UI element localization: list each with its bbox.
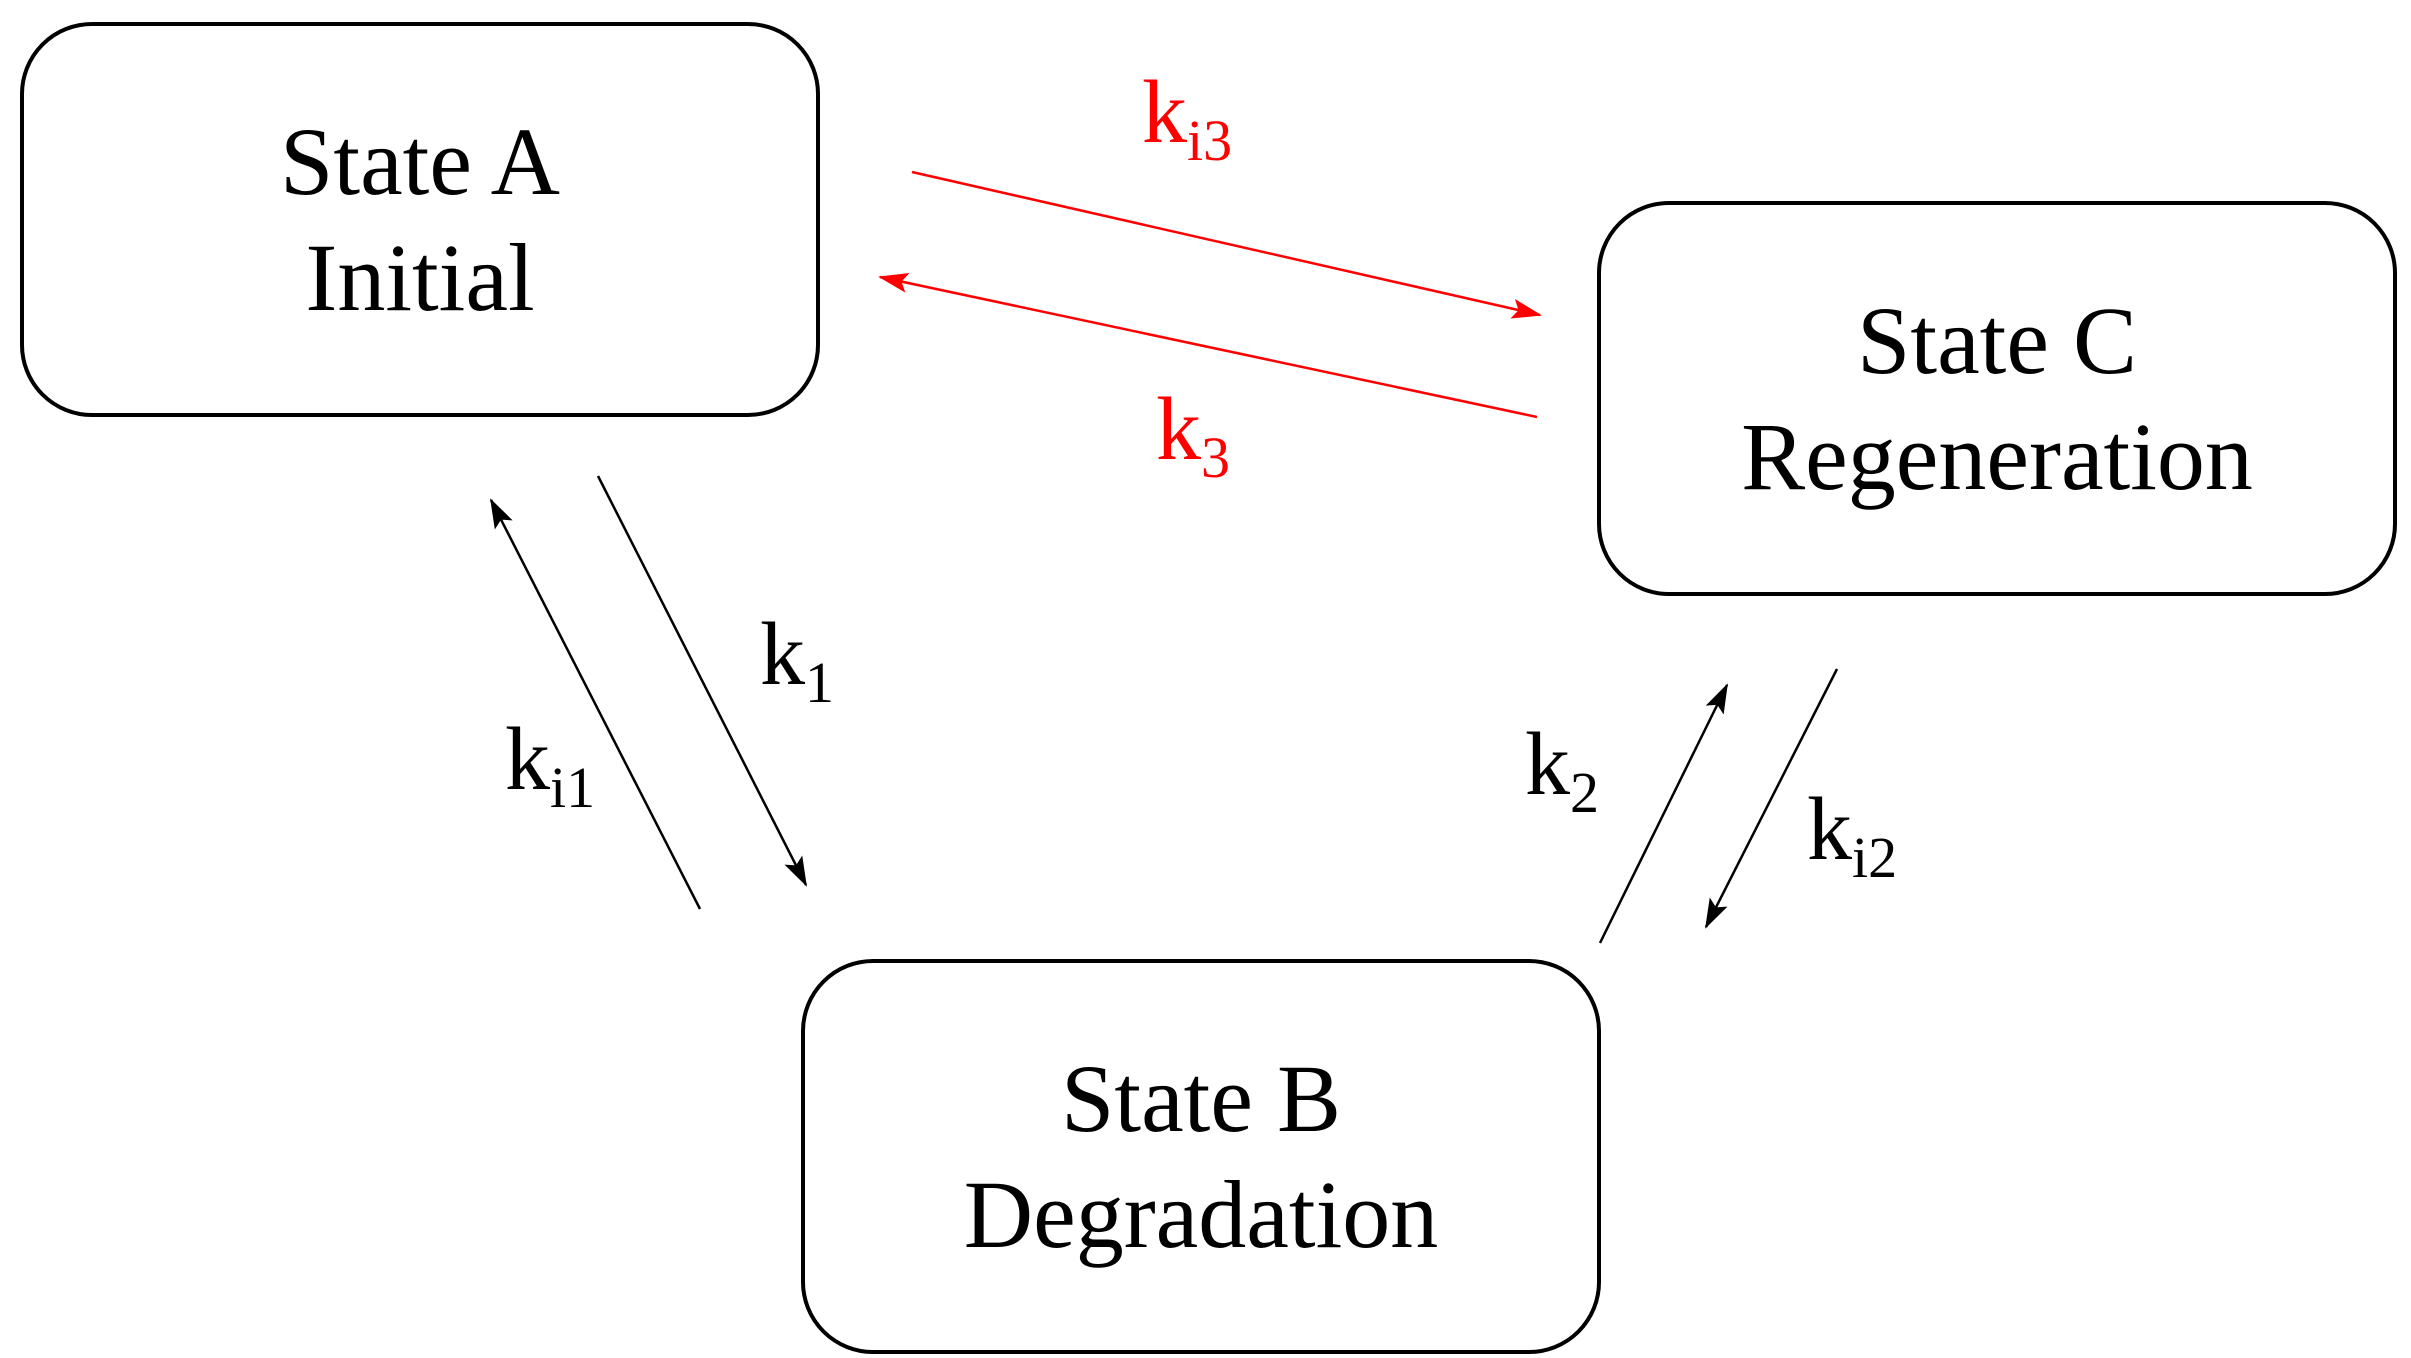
state-b-box: State B Degradation xyxy=(801,959,1601,1354)
rate-ki2-base: k xyxy=(1807,780,1852,879)
rate-ki2-sub: i2 xyxy=(1852,825,1898,890)
rate-ki1-sub: i1 xyxy=(550,755,596,820)
state-b-title: State B xyxy=(1061,1045,1341,1153)
rate-ki3-sub: i3 xyxy=(1187,108,1233,173)
arrow-k2-b-to-c xyxy=(1598,683,1729,944)
rate-label-k3: k3 xyxy=(1156,385,1230,487)
state-a-box: State A Initial xyxy=(20,22,820,417)
rate-label-k2: k2 xyxy=(1525,720,1599,822)
rate-k1-base: k xyxy=(760,605,805,704)
rate-ki1-base: k xyxy=(505,710,550,809)
state-a-title: State A xyxy=(280,108,560,216)
rate-k2-sub: 2 xyxy=(1570,760,1599,825)
rate-k1-sub: 1 xyxy=(805,650,834,715)
arrow-ki3-a-to-c xyxy=(911,170,1542,319)
arrow-ki2-c-to-b xyxy=(1704,668,1839,929)
arrow-k1-a-to-b xyxy=(596,475,808,887)
state-c-box: State C Regeneration xyxy=(1597,201,2397,596)
rate-label-k1: k1 xyxy=(760,610,834,712)
state-a-subtitle: Initial xyxy=(305,223,535,331)
arrow-ki1-b-to-a xyxy=(489,498,702,910)
rate-label-ki3: ki3 xyxy=(1142,68,1232,170)
rate-k3-base: k xyxy=(1156,380,1201,479)
rate-k2-base: k xyxy=(1525,715,1570,814)
rate-label-ki1: ki1 xyxy=(505,715,595,817)
state-b-subtitle: Degradation xyxy=(963,1160,1439,1268)
arrow-k3-c-to-a xyxy=(878,273,1538,419)
rate-ki3-base: k xyxy=(1142,63,1187,162)
state-c-subtitle: Regeneration xyxy=(1741,402,2253,510)
rate-k3-sub: 3 xyxy=(1201,425,1230,490)
state-c-title: State C xyxy=(1857,287,2137,395)
rate-label-ki2: ki2 xyxy=(1807,785,1897,887)
